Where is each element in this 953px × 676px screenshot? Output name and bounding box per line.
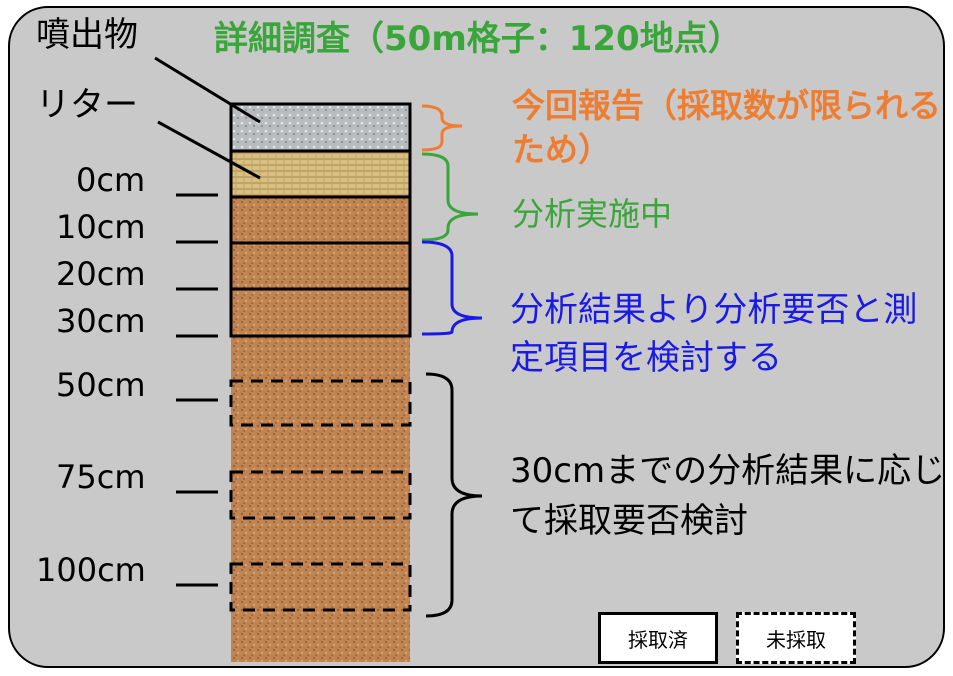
depth-label: 100cm [36,551,146,589]
depth-label: 10cm [56,208,146,246]
note-consider-sampling: 30cmまでの分析結果に応じて採取要否検討 [510,451,946,541]
unsampled-layer-50 [229,379,412,427]
ejecta-layer [229,102,412,153]
litter-label: リター [36,85,138,125]
depth-label: 75cm [56,458,146,496]
legend-unsampled: 未採取 [736,612,856,664]
diagram-frame [8,6,945,668]
depth-label: 30cm [56,302,146,340]
note-decide-by-results: 分析結果より分析要否と測定項目を検討する [510,290,918,378]
unsampled-layer-75 [229,470,412,520]
depth-label: 50cm [56,366,146,404]
orange-brace [421,104,463,152]
ejecta-label: 噴出物 [36,15,138,55]
blue-brace [421,240,483,336]
unsampled-layer-100 [229,562,412,612]
legend-unsampled-label: 未採取 [766,627,826,652]
legend-sampled: 採取済 [598,612,718,664]
black-brace [425,372,483,618]
green-brace [421,152,479,242]
diagram-title: 詳細調査（50m格子：120地点） [214,19,742,59]
litter-leader [157,120,261,180]
litter-layer [229,149,412,199]
layer-20-30 [229,287,412,338]
ejecta-leader [154,56,261,124]
depth-label: 0cm [76,161,146,199]
note-reported: 今回報告（採取数が限られるため） [512,86,941,169]
legend-sampled-label: 採取済 [628,627,688,652]
depth-label: 20cm [56,255,146,293]
note-analyzing: 分析実施中 [512,195,673,233]
